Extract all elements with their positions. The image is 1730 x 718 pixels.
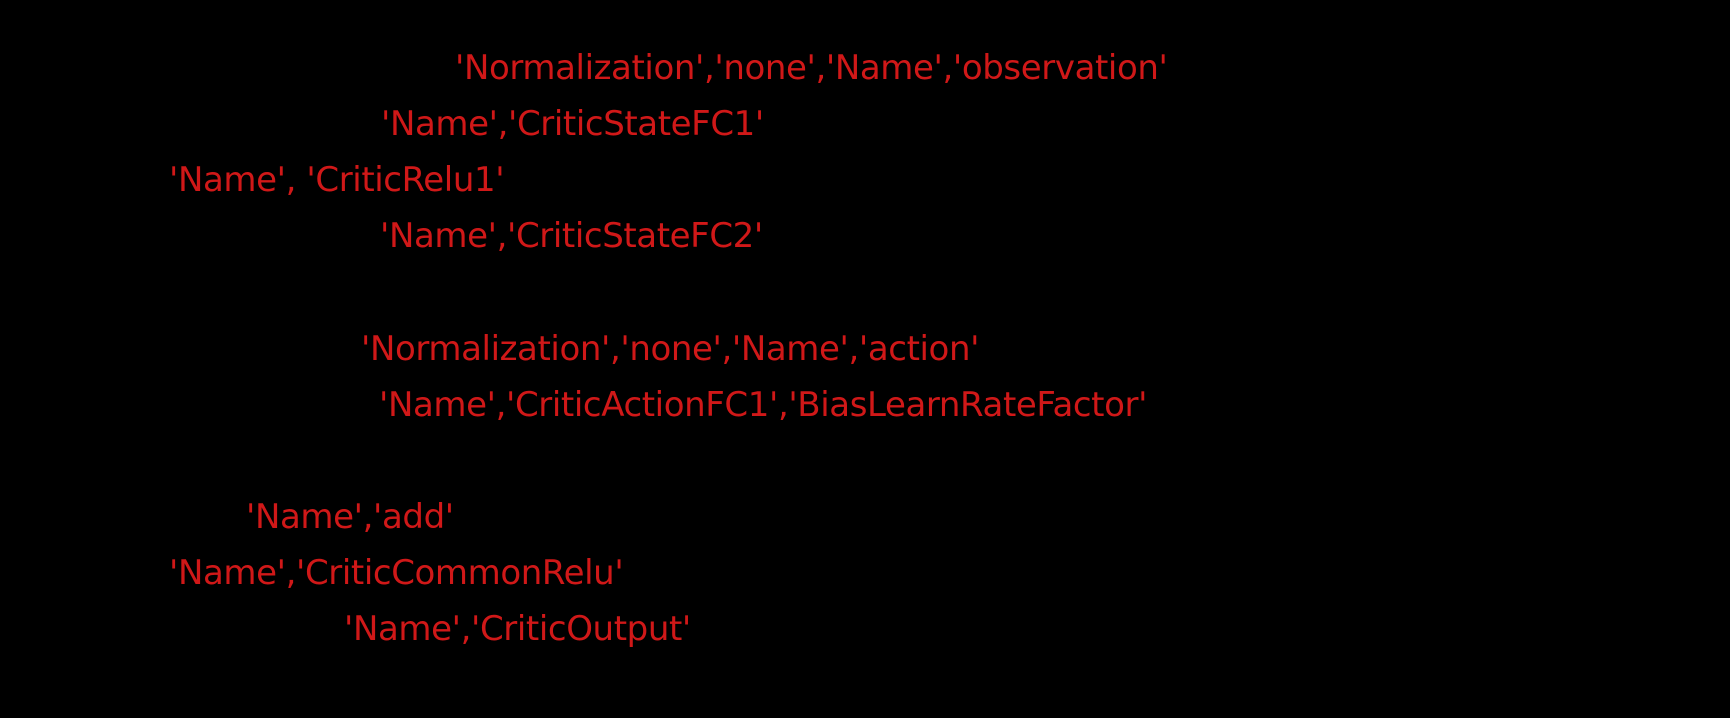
code-line: 'Normalization','none','Name','observati… — [455, 48, 1168, 88]
code-line: 'Name','add' — [246, 497, 454, 537]
code-line: 'Name', 'CriticRelu1' — [169, 160, 505, 200]
code-line: 'Normalization','none','Name','action' — [361, 329, 980, 369]
code-line: 'Name','CriticCommonRelu' — [169, 553, 624, 593]
code-line: 'Name','CriticOutput' — [344, 609, 691, 649]
code-line: 'Name','CriticActionFC1','BiasLearnRateF… — [379, 385, 1148, 425]
code-line: 'Name','CriticStateFC2' — [380, 216, 763, 256]
code-line: 'Name','CriticStateFC1' — [381, 104, 764, 144]
